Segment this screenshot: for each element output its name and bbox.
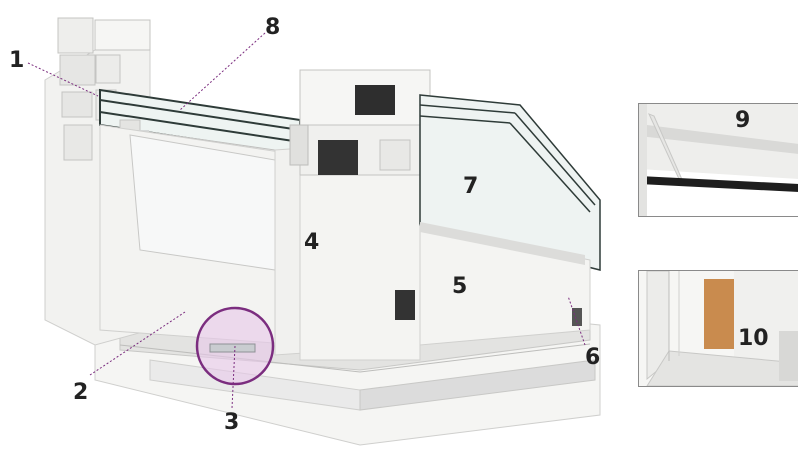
detail-inset-wood-frame [638, 270, 798, 387]
front-sash-body [99, 119, 421, 361]
detail-inset-rail [638, 103, 798, 217]
rail-detail-illustration [639, 104, 798, 216]
callout-4: 4 [304, 230, 320, 255]
callout-5: 5 [452, 274, 468, 299]
callout-6: 6 [585, 345, 601, 370]
interlock-profile [289, 69, 431, 176]
leader-lines [27, 32, 586, 409]
callout-7: 7 [463, 174, 479, 199]
callout-1: 1 [9, 48, 25, 73]
callout-10: 10 [738, 326, 769, 351]
fixed-glass-pane [419, 94, 601, 271]
wood-frame-detail-illustration [639, 271, 798, 386]
fixed-lower-panel [395, 222, 591, 346]
callout-2: 2 [73, 380, 89, 405]
callout-9: 9 [735, 108, 751, 133]
callout-3: 3 [224, 410, 240, 435]
callout-8: 8 [265, 15, 281, 40]
